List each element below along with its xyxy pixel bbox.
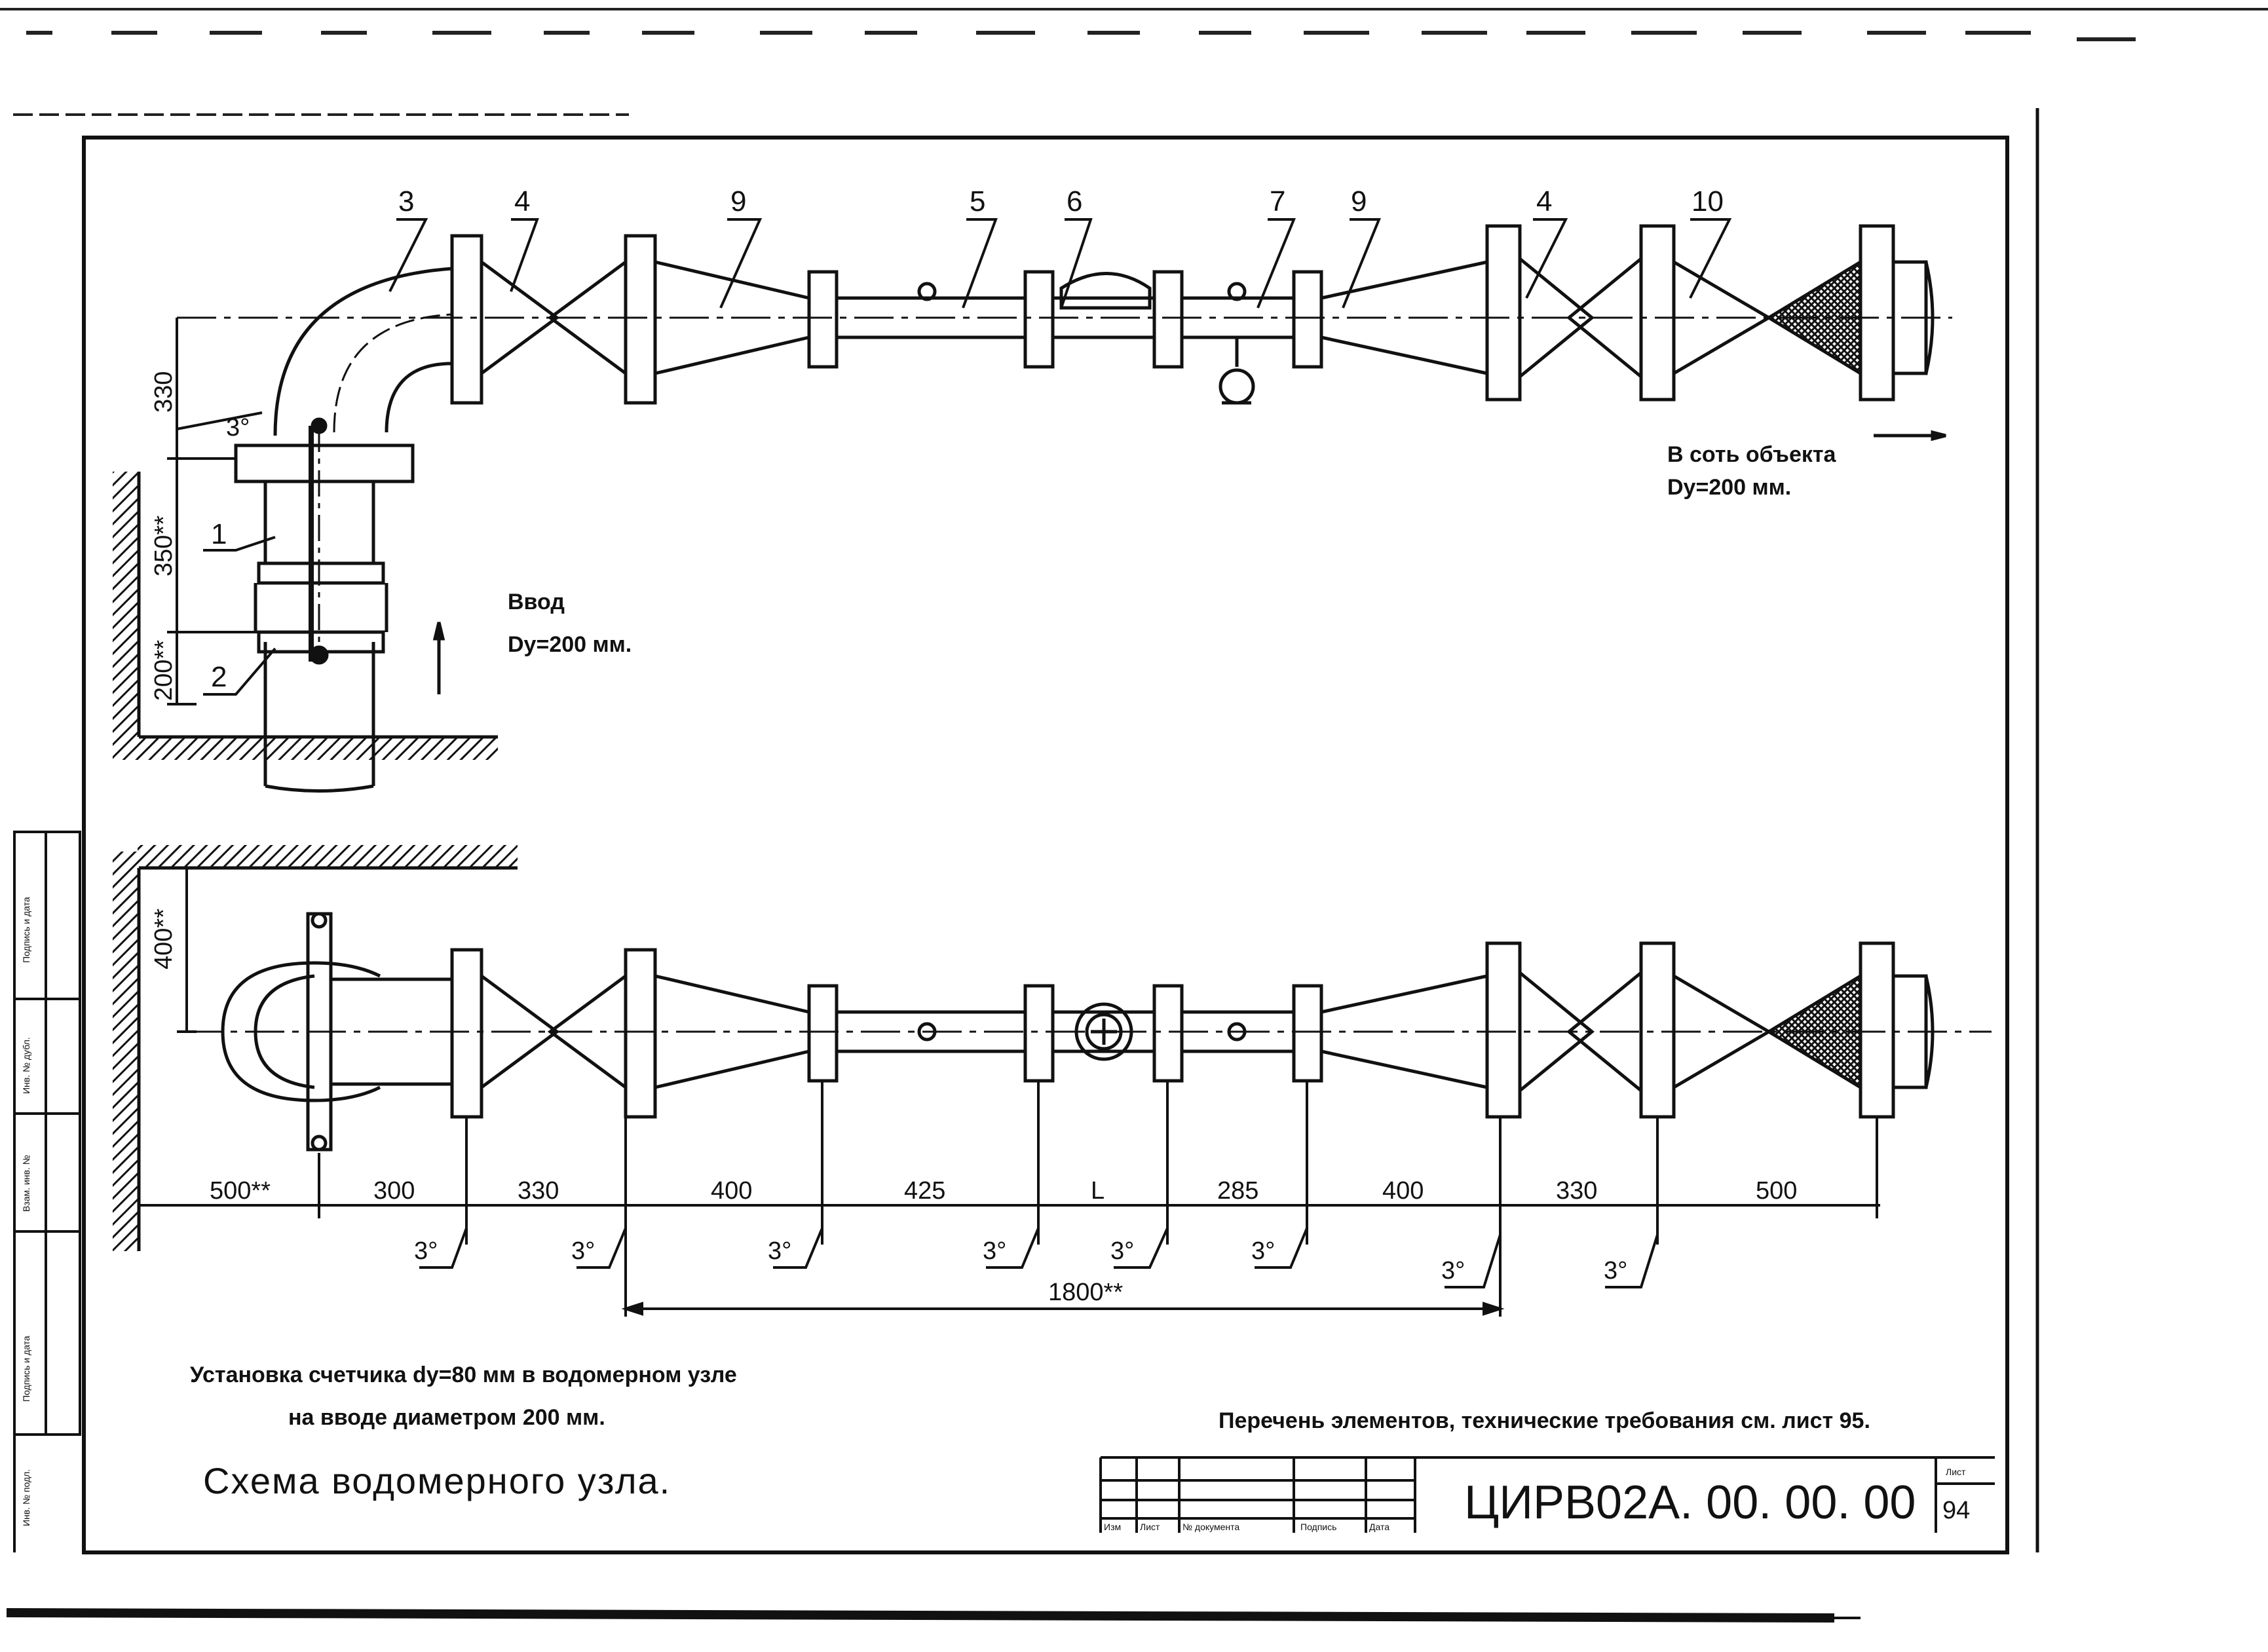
top-view-dims: 330 350** 200** 3°	[150, 371, 250, 701]
callout-7: 7	[1270, 185, 1285, 217]
svg-text:400**: 400**	[150, 909, 178, 969]
callout-6: 6	[1067, 185, 1082, 217]
dim-400-right: 400	[1382, 1177, 1424, 1205]
top-view-leaders	[167, 218, 1732, 705]
svg-text:Подпись и дата: Подпись и дата	[21, 897, 31, 963]
svg-text:Дата: Дата	[1369, 1522, 1389, 1532]
caption-line1: Установка счетчика dy=80 мм в водомерном…	[190, 1362, 737, 1387]
dim-330-right: 330	[1556, 1177, 1597, 1205]
svg-text:№ документа: № документа	[1182, 1522, 1239, 1532]
dim-330-left: 330	[518, 1177, 559, 1205]
scan-footer-strip	[6, 1608, 1861, 1623]
svg-text:3°: 3°	[768, 1237, 791, 1265]
svg-text:Подпись и дата: Подпись и дата	[21, 1336, 31, 1402]
svg-text:Лист: Лист	[1140, 1522, 1160, 1532]
svg-text:Dy=200 мм.: Dy=200 мм.	[1667, 475, 1791, 500]
bottom-view	[113, 845, 1992, 1251]
svg-text:3°: 3°	[414, 1237, 438, 1265]
callout-10: 10	[1692, 185, 1724, 217]
outlet-note: В соть объекта Dy=200 мм.	[1667, 442, 1837, 500]
scan-header-strip	[0, 8, 2268, 116]
svg-text:Инв. № подл.: Инв. № подл.	[21, 1469, 31, 1526]
svg-text:Подпись: Подпись	[1300, 1522, 1336, 1532]
drawing-frame	[82, 136, 2009, 1554]
callout-3: 3	[398, 185, 414, 217]
callout-1: 1	[211, 518, 227, 550]
reference-note: Перечень элементов, технические требован…	[1219, 1408, 1870, 1433]
svg-text:3°: 3°	[983, 1237, 1006, 1265]
dim-1800: 1800**	[1048, 1279, 1123, 1306]
top-view-callouts: 3 4 9 5 6 7 9 4 10 1 2	[211, 185, 1724, 693]
callout-9-left: 9	[730, 185, 746, 217]
top-view	[113, 224, 1952, 793]
svg-text:Dy=200 мм.: Dy=200 мм.	[508, 632, 632, 657]
sheet-number: 94	[1942, 1497, 1970, 1524]
svg-text:Изм: Изм	[1104, 1522, 1121, 1532]
svg-text:Взам. инв. №: Взам. инв. №	[21, 1155, 31, 1212]
svg-text:3°: 3°	[1110, 1237, 1134, 1265]
svg-text:3°: 3°	[1604, 1257, 1627, 1285]
dim-500-right: 500	[1756, 1177, 1797, 1205]
callout-9-right: 9	[1351, 185, 1367, 217]
svg-text:3°: 3°	[1251, 1237, 1275, 1265]
dim-400-left: 400	[711, 1177, 752, 1205]
captions: Установка счетчика dy=80 мм в водомерном…	[190, 1362, 1870, 1501]
dim-425: 425	[904, 1177, 945, 1205]
title-block-text: Изм Лист № документа Подпись Дата ЦИРВ02…	[1104, 1467, 1970, 1532]
svg-text:Инв. № дубл.: Инв. № дубл.	[21, 1037, 31, 1094]
callout-4-left: 4	[514, 185, 530, 217]
callout-4-right: 4	[1536, 185, 1552, 217]
svg-text:Ввод: Ввод	[508, 590, 565, 614]
svg-text:3°: 3°	[226, 414, 250, 441]
side-stamp-labels: Подпись и дата Инв. № дубл. Взам. инв. №…	[21, 897, 31, 1526]
svg-text:350**: 350**	[150, 516, 178, 576]
drawing-title: Схема водомерного узла.	[203, 1460, 671, 1501]
document-code: ЦИРВ02А. 00. 00. 00	[1464, 1476, 1916, 1529]
bottom-dim-labels: 400** 500** 300 330 400 425 L 285 400 33…	[150, 909, 1797, 1306]
dim-L: L	[1091, 1177, 1105, 1205]
svg-text:3°: 3°	[1441, 1257, 1465, 1285]
callout-2: 2	[211, 661, 227, 693]
svg-text:В соть объекта: В соть объекта	[1667, 442, 1837, 467]
bottom-dims	[139, 867, 1880, 1317]
side-stamp	[13, 831, 81, 1552]
title-block	[1099, 1456, 1995, 1533]
svg-text:330: 330	[150, 371, 178, 413]
dim-500-left: 500**	[210, 1177, 271, 1205]
callout-5: 5	[970, 185, 985, 217]
caption-line2: на вводе диаметром 200 мм.	[288, 1405, 605, 1430]
sheet-label: Лист	[1946, 1467, 1966, 1477]
svg-text:200**: 200**	[150, 640, 178, 701]
dim-285: 285	[1217, 1177, 1258, 1205]
inlet-note: Ввод Dy=200 мм.	[508, 590, 632, 657]
svg-text:3°: 3°	[571, 1237, 595, 1265]
dim-300: 300	[373, 1177, 415, 1205]
